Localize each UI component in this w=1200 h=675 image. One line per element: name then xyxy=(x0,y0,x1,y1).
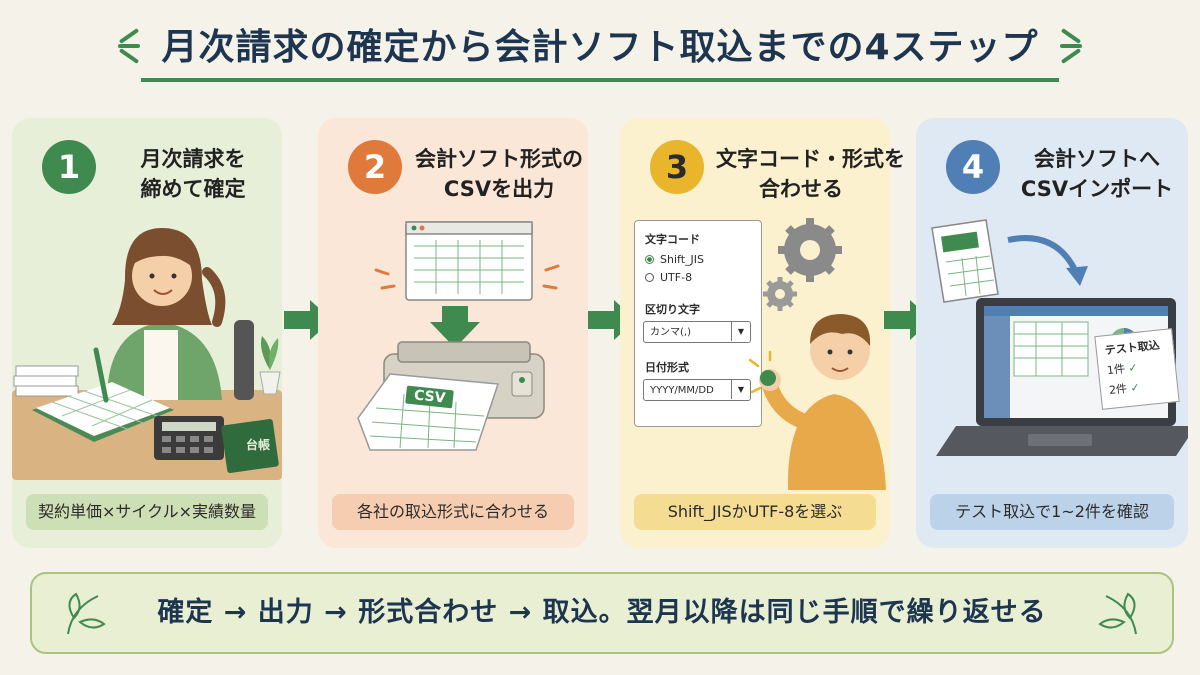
ledger-book-icon xyxy=(32,382,174,442)
step-1-illustration xyxy=(12,228,282,480)
step-4-number: 4 xyxy=(946,140,1000,194)
summary-banner: 確定 → 出力 → 形式合わせ → 取込。翌月以降は同じ手順で繰り返せる xyxy=(30,572,1174,654)
ledger-daicho-book-icon xyxy=(221,419,279,473)
man-icon xyxy=(759,314,886,490)
chevron-down-icon: ▼ xyxy=(731,322,750,341)
daicho-book-label: 台帳 xyxy=(246,438,271,452)
step-3-note: Shift_JISかUTF-8を選ぶ xyxy=(634,494,876,530)
check-icon: ✓ xyxy=(1129,380,1141,395)
pen-icon xyxy=(93,347,109,403)
summary-text: 確定 → 出力 → 形式合わせ → 取込。翌月以降は同じ手順で繰り返せる xyxy=(157,597,1047,628)
title-decoration-right xyxy=(1060,28,1082,64)
step-1-note: 契約単価×サイクル×実績数量 xyxy=(26,494,268,530)
step-3-panel: 3 文字コード・形式を 合わせる 文字コード Shift_JIS UTF-8 区… xyxy=(620,118,905,548)
paper-stack-icon xyxy=(13,365,79,397)
step-2-illustration xyxy=(357,221,560,451)
curved-arrow-icon xyxy=(1007,235,1079,274)
leaf-icon xyxy=(67,592,106,635)
checklist-item-1: 1件 ✓ xyxy=(1106,360,1139,378)
date-format-select[interactable]: YYYY/MM/DD▼ xyxy=(643,379,751,401)
step-4-note: テスト取込で1~2件を確認 xyxy=(930,494,1174,530)
title-decoration-left xyxy=(118,28,140,64)
step-4-title: 会計ソフトへ CSVインポート xyxy=(1020,147,1174,201)
calculator-icon xyxy=(154,416,224,460)
step-1-number: 1 xyxy=(42,140,96,194)
step-3-title: 文字コード・形式を 合わせる xyxy=(716,147,905,201)
step-4-panel: 4 会計ソフトへ CSVインポート xyxy=(916,118,1188,548)
spreadsheet-window-icon xyxy=(405,221,533,301)
down-arrow-icon xyxy=(430,306,480,348)
delimiter-label: 区切り文字 xyxy=(645,303,700,316)
encoding-label: 文字コード xyxy=(645,233,700,246)
settings-card: 文字コード Shift_JIS UTF-8 区切り文字 カンマ(,)▼ 日付形式… xyxy=(634,220,762,427)
chevron-down-icon: ▼ xyxy=(731,380,750,399)
encoding-option-utf8[interactable]: UTF-8 xyxy=(645,271,692,284)
check-icon: ✓ xyxy=(1127,360,1139,375)
step-2-title: 会計ソフト形式の CSVを出力 xyxy=(415,147,583,201)
csv-paper-icon xyxy=(357,373,500,451)
step-1-panel: 1 月次請求を 締めて確定 xyxy=(12,118,282,548)
step-3-illustration: 文字コード Shift_JIS UTF-8 区切り文字 カンマ(,)▼ 日付形式… xyxy=(620,210,890,490)
csv-file-icon xyxy=(931,219,999,303)
checklist-title: テスト取込 xyxy=(1104,338,1161,358)
step-2-note: 各社の取込形式に合わせる xyxy=(332,494,574,530)
gear-small-icon xyxy=(763,277,797,311)
delimiter-select[interactable]: カンマ(,)▼ xyxy=(643,321,751,343)
page-title: 月次請求の確定から会計ソフト取込までの4ステップ xyxy=(141,18,1059,82)
plant-icon xyxy=(259,336,281,395)
step-2-panel: 2 会計ソフト形式の CSVを出力 xyxy=(318,118,588,548)
encoding-option-shift-jis[interactable]: Shift_JIS xyxy=(645,253,704,266)
gear-icon xyxy=(778,218,842,282)
step-3-number: 3 xyxy=(650,140,704,194)
checklist-item-2: 2件 ✓ xyxy=(1108,380,1141,397)
test-checklist-card: テスト取込 1件 ✓ 2件 ✓ xyxy=(1094,328,1180,410)
sparkle-icon xyxy=(374,264,560,290)
leaf-icon xyxy=(1098,592,1137,635)
step-1-title: 月次請求を 締めて確定 xyxy=(140,147,246,201)
woman-icon xyxy=(107,228,226,400)
sparkle-icon xyxy=(748,350,772,394)
date-format-label: 日付形式 xyxy=(645,361,689,374)
step-2-number: 2 xyxy=(348,140,402,194)
